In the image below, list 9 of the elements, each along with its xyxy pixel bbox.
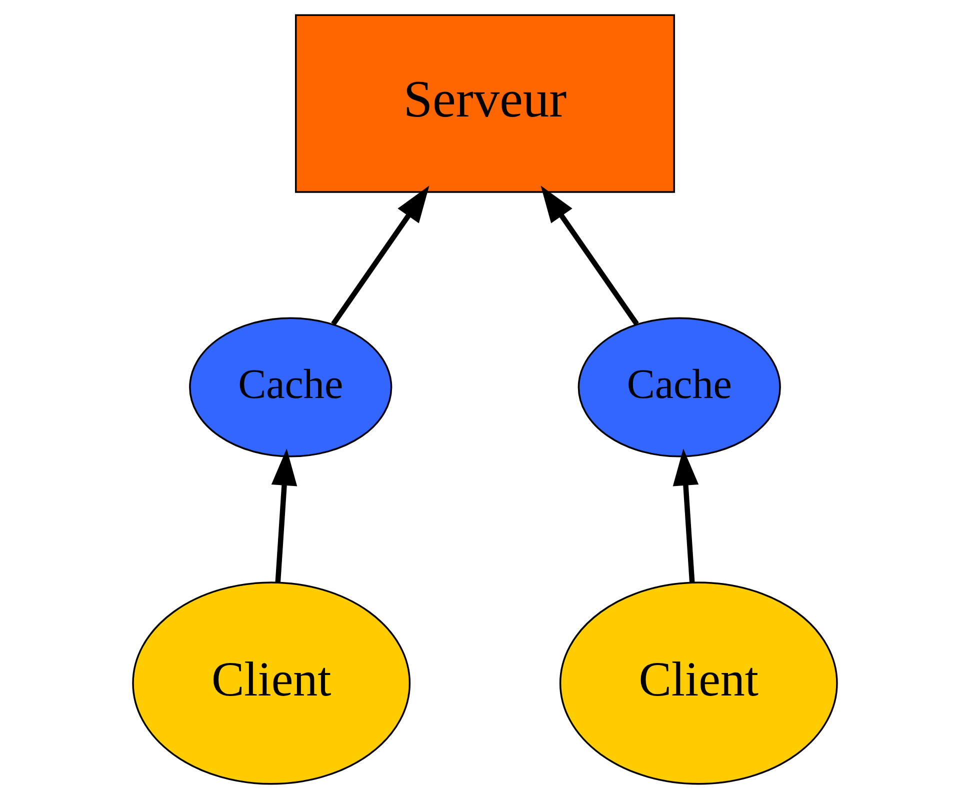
node-ellipse: Client: [132, 582, 410, 785]
node-ellipse: Client: [558, 582, 838, 785]
node-ellipse: Cache: [188, 317, 392, 458]
arrow: [540, 186, 638, 326]
arrow: [330, 186, 429, 326]
arrow: [672, 448, 698, 583]
arrow: [270, 448, 297, 583]
node-box: Serveur: [294, 14, 674, 193]
node-ellipse: Cache: [577, 317, 780, 458]
